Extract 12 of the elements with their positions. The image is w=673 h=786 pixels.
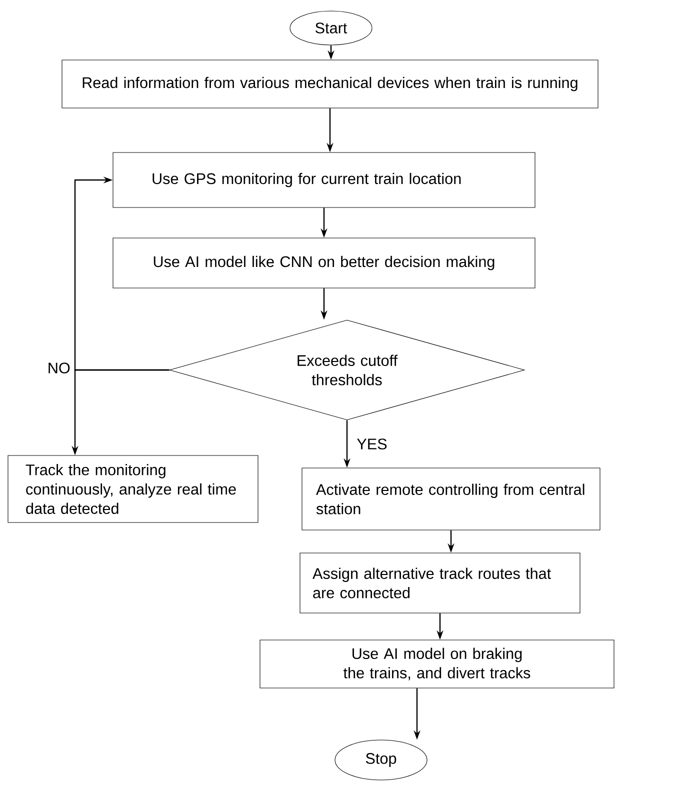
stop-oval: Stop — [334, 740, 428, 780]
process-box: Use GPS monitoring for current train location — [112, 152, 536, 208]
process-box: Use AI model like CNN on better decision making — [112, 238, 536, 288]
process-box: Use AI model on braking the trains, and divert tracks — [260, 640, 614, 688]
process-box: Assign alternative track routes that are connected — [300, 552, 580, 614]
process-box: Read information from various mechanical devices when train is running — [62, 60, 598, 108]
process-box: Activate remote controlling from central station — [302, 468, 600, 530]
edge-label: YES — [355, 437, 389, 451]
process-box: Track the monitoring continuously, analyze real time data detected — [8, 455, 258, 523]
arrow — [74, 176, 170, 371]
start-oval: Start — [290, 10, 372, 46]
edge-label: NO — [46, 361, 72, 375]
